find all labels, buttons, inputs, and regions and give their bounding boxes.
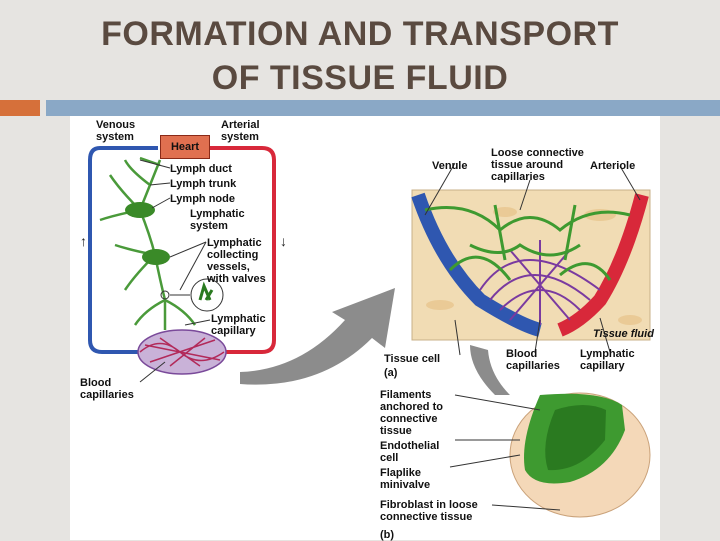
blood-capillaries-a [479, 240, 601, 325]
circulatory-loop: ↑ ↓ [80, 146, 287, 375]
label-lymph-trunk: Lymph trunk [170, 178, 237, 190]
up-arrow: ↑ [80, 233, 87, 249]
title-line-1: FORMATION AND TRANSPORT [101, 15, 619, 53]
title-line-2: OF TISSUE FLUID [211, 59, 509, 97]
page-title: FORMATION AND TRANSPORT OF TISSUE FLUID [0, 12, 720, 100]
heart-box: Heart [160, 135, 210, 159]
label-panel-a: (a) [384, 367, 398, 379]
down-arrow: ↓ [280, 233, 287, 249]
lymph-node-upper [125, 202, 155, 218]
label-venule: Venule [432, 160, 468, 172]
right-leader-lines [424, 162, 641, 511]
label-lymph-duct: Lymph duct [170, 163, 232, 175]
venous-vessel [88, 146, 158, 354]
label-lymph-node: Lymph node [170, 193, 235, 205]
label-tissue-fluid: Tissue fluid [593, 328, 654, 340]
lymphatic-capillary-a [424, 204, 631, 281]
venule-vessel [411, 192, 542, 337]
label-tissue-cell: Tissue cell [384, 353, 441, 365]
zoom-arrow [240, 288, 395, 385]
capillary-mesh [139, 337, 225, 367]
lymphatic-tree [99, 156, 197, 330]
arterial-vessel [210, 146, 276, 354]
accent-bar-blue [46, 100, 720, 116]
left-leader-lines [139, 159, 211, 383]
zoom-arrow-small [470, 345, 510, 395]
label-arteriole: Arteriole [590, 160, 636, 172]
label-panel-b: (b) [380, 529, 395, 541]
accent-bar-orange [0, 100, 40, 116]
arteriole-vessel [557, 193, 649, 337]
lymph-node-lower [142, 249, 170, 265]
